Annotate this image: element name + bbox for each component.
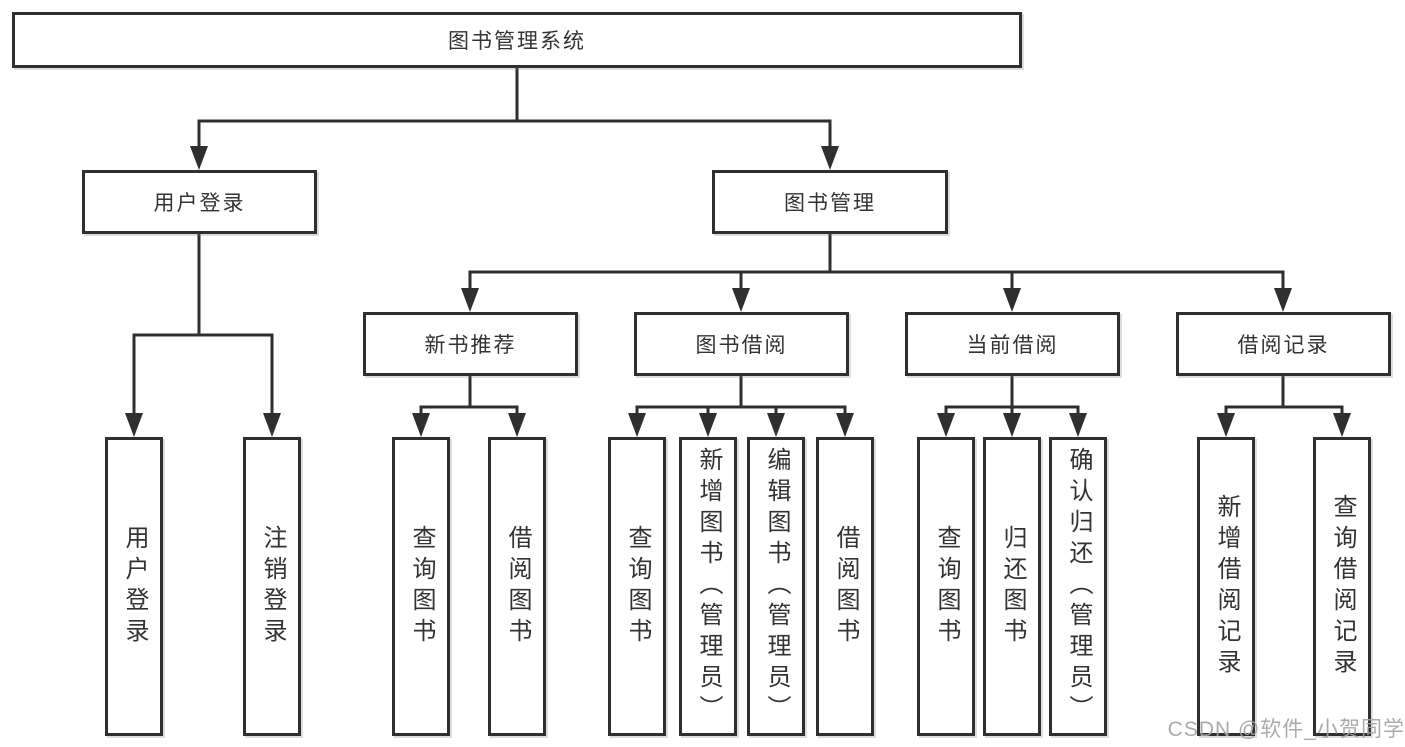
leaf-label: 查询图书 [933, 524, 960, 649]
leaf-label: 编辑图书（管理员） [763, 447, 790, 726]
node-book-management: 图书管理 [712, 170, 948, 234]
leaf-record-query-borrow-record: 查询借阅记录 [1313, 437, 1371, 736]
node-new-book-recommend: 新书推荐 [363, 312, 578, 376]
node-book-borrow-label: 图书借阅 [695, 334, 788, 357]
node-book-management-label: 图书管理 [784, 192, 876, 215]
leaf-recommend-query-books: 查询图书 [392, 437, 450, 736]
leaf-borrow-add-books-admin: 新增图书（管理员） [679, 437, 737, 736]
leaf-recommend-borrow-books: 借阅图书 [488, 437, 546, 736]
leaf-label: 借阅图书 [504, 524, 531, 649]
node-book-borrow: 图书借阅 [634, 312, 849, 376]
leaf-borrow-query-books: 查询图书 [608, 437, 666, 736]
leaf-label: 查询图书 [624, 524, 651, 649]
leaf-label: 查询图书 [408, 524, 435, 649]
node-borrow-record: 借阅记录 [1176, 312, 1391, 376]
node-root-label: 图书管理系统 [448, 30, 586, 53]
leaf-borrow-borrow-books: 借阅图书 [816, 437, 874, 736]
node-current-borrow: 当前借阅 [905, 312, 1120, 376]
leaf-label: 新增图书（管理员） [695, 447, 722, 726]
leaf-current-return-books: 归还图书 [983, 437, 1041, 736]
leaf-record-add-borrow-record: 新增借阅记录 [1197, 437, 1255, 736]
leaf-current-confirm-return-admin: 确认归还（管理员） [1049, 437, 1107, 736]
leaf-label: 新增借阅记录 [1213, 493, 1240, 680]
node-user-login: 用户登录 [82, 170, 317, 234]
leaf-current-query-books: 查询图书 [917, 437, 975, 736]
leaf-user-login: 用户登录 [105, 437, 163, 736]
leaf-label: 用户登录 [121, 524, 148, 649]
node-current-borrow-label: 当前借阅 [966, 334, 1059, 357]
node-user-login-label: 用户登录 [153, 192, 246, 215]
leaf-label: 注销登录 [259, 524, 286, 649]
leaf-logout: 注销登录 [243, 437, 301, 736]
leaf-label: 归还图书 [999, 524, 1026, 649]
leaf-label: 查询借阅记录 [1329, 493, 1356, 680]
node-borrow-record-label: 借阅记录 [1237, 334, 1330, 357]
leaf-label: 确认归还（管理员） [1065, 447, 1092, 726]
watermark-text: CSDN @软件_小贺同学 [1167, 718, 1405, 741]
node-root: 图书管理系统 [12, 12, 1022, 68]
node-new-book-recommend-label: 新书推荐 [424, 334, 517, 357]
leaf-label: 借阅图书 [832, 524, 859, 649]
leaf-borrow-edit-books-admin: 编辑图书（管理员） [747, 437, 805, 736]
